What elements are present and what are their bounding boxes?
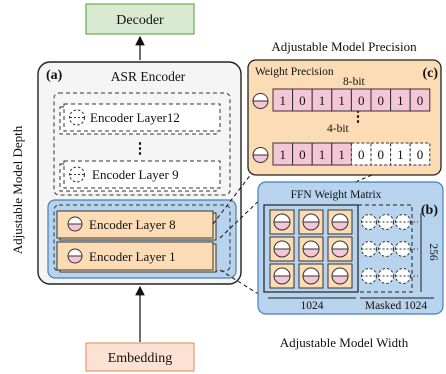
bit-value: 1	[338, 147, 345, 162]
matrix-cell-active	[327, 209, 353, 235]
width-panel-title: FFN Weight Matrix	[291, 189, 382, 201]
precision-ellipsis: ⋮	[351, 109, 366, 125]
bit-value: 1	[397, 93, 404, 108]
bit-value: 0	[358, 147, 365, 162]
matrix-cell-active	[327, 236, 353, 262]
encoder-layer-12: Encoder Layer12	[59, 103, 221, 135]
bit-cell: 0	[350, 88, 372, 112]
encoder-layer-1-label: Encoder Layer 1	[89, 249, 176, 264]
matrix-cell-active	[269, 209, 295, 235]
bit-value: 0	[378, 93, 385, 108]
bit-cell: 0	[350, 142, 372, 166]
matrix-cell-active	[298, 209, 324, 235]
bit-cell: 1	[390, 88, 411, 112]
embedding-label: Embedding	[108, 351, 173, 366]
width-panel: FFN Weight Matrix (b) 1024 Masked 1024 2…	[257, 181, 444, 315]
bit-cell: 1	[390, 142, 411, 166]
bit-value: 0	[417, 93, 424, 108]
bit-value: 0	[378, 147, 385, 162]
encoder-panel-title: ASR Encoder	[111, 69, 186, 84]
bit-value: 0	[417, 147, 424, 162]
bit-cell: 0	[409, 88, 431, 112]
matrix-cell-masked	[361, 268, 377, 284]
bit-value: 1	[397, 147, 404, 162]
connector-to-precision	[212, 164, 259, 225]
encoder-layer-9-label: Encoder Layer 9	[92, 167, 179, 182]
precision-row-4bit-label: 4-bit	[327, 123, 350, 135]
bit-value: 1	[319, 93, 326, 108]
encoder-panel-tag: (a)	[46, 68, 63, 83]
bit-cell: 0	[409, 142, 431, 166]
decoder-label: Decoder	[116, 13, 164, 28]
bit-cell: 0	[370, 88, 392, 112]
masked-matrix-frame	[357, 204, 413, 293]
bit-cell: 1	[331, 142, 352, 166]
bit-cell: 1	[272, 142, 294, 166]
matrix-cell-masked	[378, 268, 394, 284]
width-side-label: 256	[427, 243, 439, 261]
bit-value: 0	[358, 93, 365, 108]
width-panel-tag: (b)	[421, 203, 438, 218]
matrix-cell-active	[298, 263, 324, 289]
bit-value: 1	[280, 147, 287, 162]
connector-to-width-bottom	[219, 269, 269, 301]
encoder-layer-8-label: Encoder Layer 8	[89, 217, 176, 232]
bit-value: 1	[319, 147, 326, 162]
matrix-cell-masked	[361, 241, 377, 257]
matrix-cell-masked	[378, 214, 394, 230]
matrix-cell-masked	[395, 268, 411, 284]
width-title: Adjustable Model Width	[280, 335, 409, 350]
width-active-label: 1024	[301, 300, 324, 312]
matrix-cell-masked	[395, 241, 411, 257]
bit-cell: 0	[292, 142, 313, 166]
decoder-block: Decoder	[85, 3, 195, 35]
encoder-layer-9: Encoder Layer 9	[59, 160, 221, 192]
matrix-cell-active	[269, 263, 295, 289]
precision-panel-tag: (c)	[422, 66, 438, 81]
encoder-layer-1: Encoder Layer 1	[56, 241, 217, 273]
bit-cell: 1	[311, 88, 333, 112]
bit-value: 1	[338, 93, 345, 108]
bit-value: 0	[299, 147, 306, 162]
matrix-cell-masked	[361, 214, 377, 230]
matrix-cell-active	[269, 236, 295, 262]
bit-cell: 0	[370, 142, 392, 166]
width-masked-label: Masked 1024	[365, 300, 428, 312]
embedding-block: Embedding	[85, 342, 195, 372]
bit-cell: 1	[311, 142, 333, 166]
precision-panel-title: Weight Precision	[255, 66, 334, 78]
bit-cell: 0	[292, 88, 313, 112]
encoder-layer-12-label: Encoder Layer12	[90, 110, 180, 125]
bit-cell: 1	[272, 88, 294, 112]
depth-axis-label: Adjustable Model Depth	[10, 125, 25, 254]
encoder-panel: (a) ASR Encoder Encoder Layer12 ⋮ Encode…	[37, 61, 242, 285]
matrix-cell-active	[298, 236, 324, 262]
precision-row-8bit-label: 8-bit	[343, 76, 366, 88]
bit-value: 0	[299, 93, 306, 108]
matrix-cell-active	[327, 263, 353, 289]
precision-title: Adjustable Model Precision	[271, 39, 417, 54]
matrix-cell-masked	[378, 241, 394, 257]
matrix-cell-masked	[395, 214, 411, 230]
bit-value: 1	[280, 93, 287, 108]
encoder-layer-8: Encoder Layer 8	[56, 210, 217, 241]
bit-cell: 1	[331, 88, 352, 112]
encoder-masked-ellipsis: ⋮	[133, 141, 148, 157]
